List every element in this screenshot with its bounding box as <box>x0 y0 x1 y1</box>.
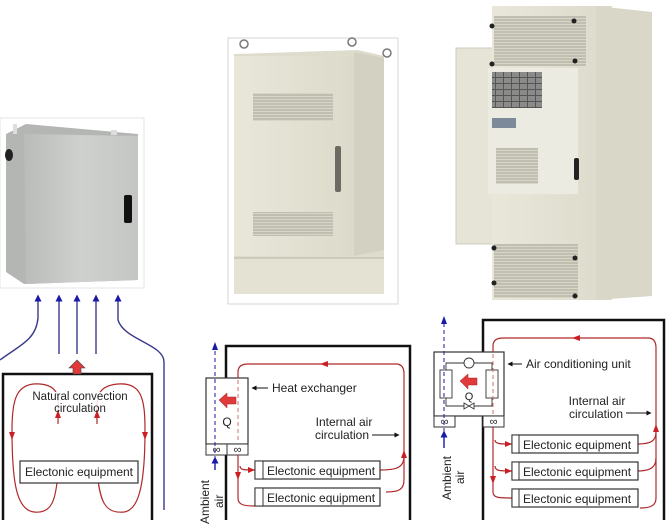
cabinet-plinth <box>234 258 384 294</box>
lifting-eye-icon <box>382 48 392 58</box>
internal-air-label-line1: Internal air <box>316 415 373 429</box>
top-vent <box>494 16 586 66</box>
internal-air-label-line2: circulation <box>569 407 623 421</box>
upper-louvre <box>253 93 333 121</box>
photo-heat-exchanger-cabinet <box>227 37 399 305</box>
panel-heat-exchanger: ∞ ∞ Q Heat exchanger Internal air circul… <box>198 342 412 524</box>
internal-air-loop <box>492 337 657 509</box>
compressor-icon <box>463 357 475 369</box>
photo-passive-enclosure <box>0 117 145 289</box>
heat-exchanger-label: Heat exchanger <box>272 381 357 395</box>
fan-icon <box>511 461 520 481</box>
ambient-out-arrow-icon <box>441 316 447 324</box>
fan-icon <box>511 434 520 454</box>
convection-loop-right <box>96 383 146 513</box>
equipment-box: Electonic equipment <box>254 487 381 507</box>
lifting-eye-icon <box>347 37 357 47</box>
heat-exchanger-unit <box>205 377 249 445</box>
equipment-label: Electonic equipment <box>25 465 134 479</box>
svg-text:∞: ∞ <box>234 444 242 456</box>
fan-icon <box>254 487 264 507</box>
lifting-eye-icon <box>239 39 249 49</box>
internal-air-label-line2: circulation <box>315 428 369 442</box>
heat-symbol: Q <box>222 415 231 429</box>
equipment-label: Electonic equipment <box>267 491 376 505</box>
expansion-valve-icon <box>463 402 475 410</box>
svg-text:∞: ∞ <box>213 444 221 456</box>
mounting-lug-icon <box>13 124 17 134</box>
equipment-box: Electonic equipment <box>254 460 381 480</box>
cable-gland-icon <box>5 149 13 161</box>
condenser-coil <box>485 369 499 399</box>
fan-icon <box>511 488 520 508</box>
ambient-out-arrow-icon <box>212 342 218 350</box>
convection-loop-left <box>11 383 59 513</box>
evaporator-coil <box>439 369 453 399</box>
heat-symbol: Q <box>465 391 474 403</box>
equipment-label: Electonic equipment <box>523 438 632 452</box>
enclosure-door <box>24 134 138 284</box>
convection-label-line2: circulation <box>54 403 106 415</box>
internal-air-label-line1: Internal air <box>569 394 626 408</box>
air-conditioning-label: Air conditioning unit <box>526 357 631 371</box>
door-handle-icon <box>124 195 132 223</box>
equipment-box: Electonic equipment <box>511 461 639 481</box>
panel-air-conditioning: ∞ ∞ Q Air conditioning unit Internal air… <box>433 316 666 520</box>
heat-flow-arrow-icon <box>459 373 478 390</box>
equipment-box <box>19 460 139 484</box>
fan-icon <box>254 460 264 480</box>
equipment-label: Electonic equipment <box>523 492 632 506</box>
ac-grille <box>492 72 542 108</box>
ambient-air-label-line1: Ambient <box>198 479 212 524</box>
door-handle-icon <box>574 158 579 180</box>
heat-flow-arrow-icon <box>218 392 237 409</box>
equipment-box: Electonic equipment <box>511 488 639 508</box>
lower-louvre <box>253 212 333 236</box>
svg-text:∞: ∞ <box>490 416 498 428</box>
ac-lower-vent <box>496 148 538 184</box>
mounting-lug-icon <box>111 130 117 135</box>
convection-label-line1: Natural convection <box>32 391 127 403</box>
ambient-airflow-arrow <box>0 294 42 361</box>
heat-escape-arrow-icon <box>68 359 86 375</box>
equipment-box: Electonic equipment <box>511 434 639 454</box>
ambient-airflow-arrow <box>114 294 165 510</box>
door-handle-icon <box>335 146 341 192</box>
internal-air-loop <box>237 363 405 493</box>
ambient-air-label-line2: air <box>212 495 226 508</box>
ambient-air-label-line1: Ambient <box>440 455 454 500</box>
photo-air-conditioned-cabinet <box>454 0 658 304</box>
panel-natural-convection: Natural convection circulation Electonic… <box>0 294 165 520</box>
equipment-label: Electonic equipment <box>267 464 376 478</box>
ac-display-icon <box>492 118 516 128</box>
bottom-vent <box>494 244 578 298</box>
equipment-label: Electonic equipment <box>523 465 632 479</box>
ambient-air-label-line2: air <box>453 471 467 484</box>
